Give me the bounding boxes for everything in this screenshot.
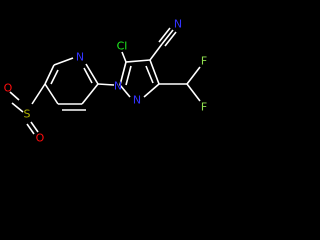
atom-label-fluorine-bottom: F: [201, 101, 207, 114]
atom-label-oxygen-bottom: O: [36, 132, 45, 145]
atom-label-pyridine-n: N: [76, 51, 84, 64]
pyrazole-ring: [119, 59, 160, 98]
atom-label-pyrazole-n2: N: [133, 94, 141, 107]
molecule-structure: Cl N F F N N N S O O: [4, 18, 208, 145]
methylsulfonyl-group: [9, 83, 46, 135]
atom-label-pyrazole-n1: N: [114, 80, 122, 93]
atom-label-oxygen-left: O: [4, 82, 13, 95]
n-aryl-bond: [97, 83, 115, 86]
difluoromethyl-group: [159, 66, 201, 102]
nitrile-group: [149, 27, 177, 61]
atom-label-sulfur: S: [24, 108, 31, 121]
atom-label-chlorine: Cl: [117, 40, 128, 53]
pyridine-ring: [44, 57, 99, 111]
c-cl-bond: [121, 51, 127, 63]
atom-label-fluorine-top: F: [201, 55, 207, 68]
atom-label-nitrile-nitrogen: N: [174, 18, 182, 31]
